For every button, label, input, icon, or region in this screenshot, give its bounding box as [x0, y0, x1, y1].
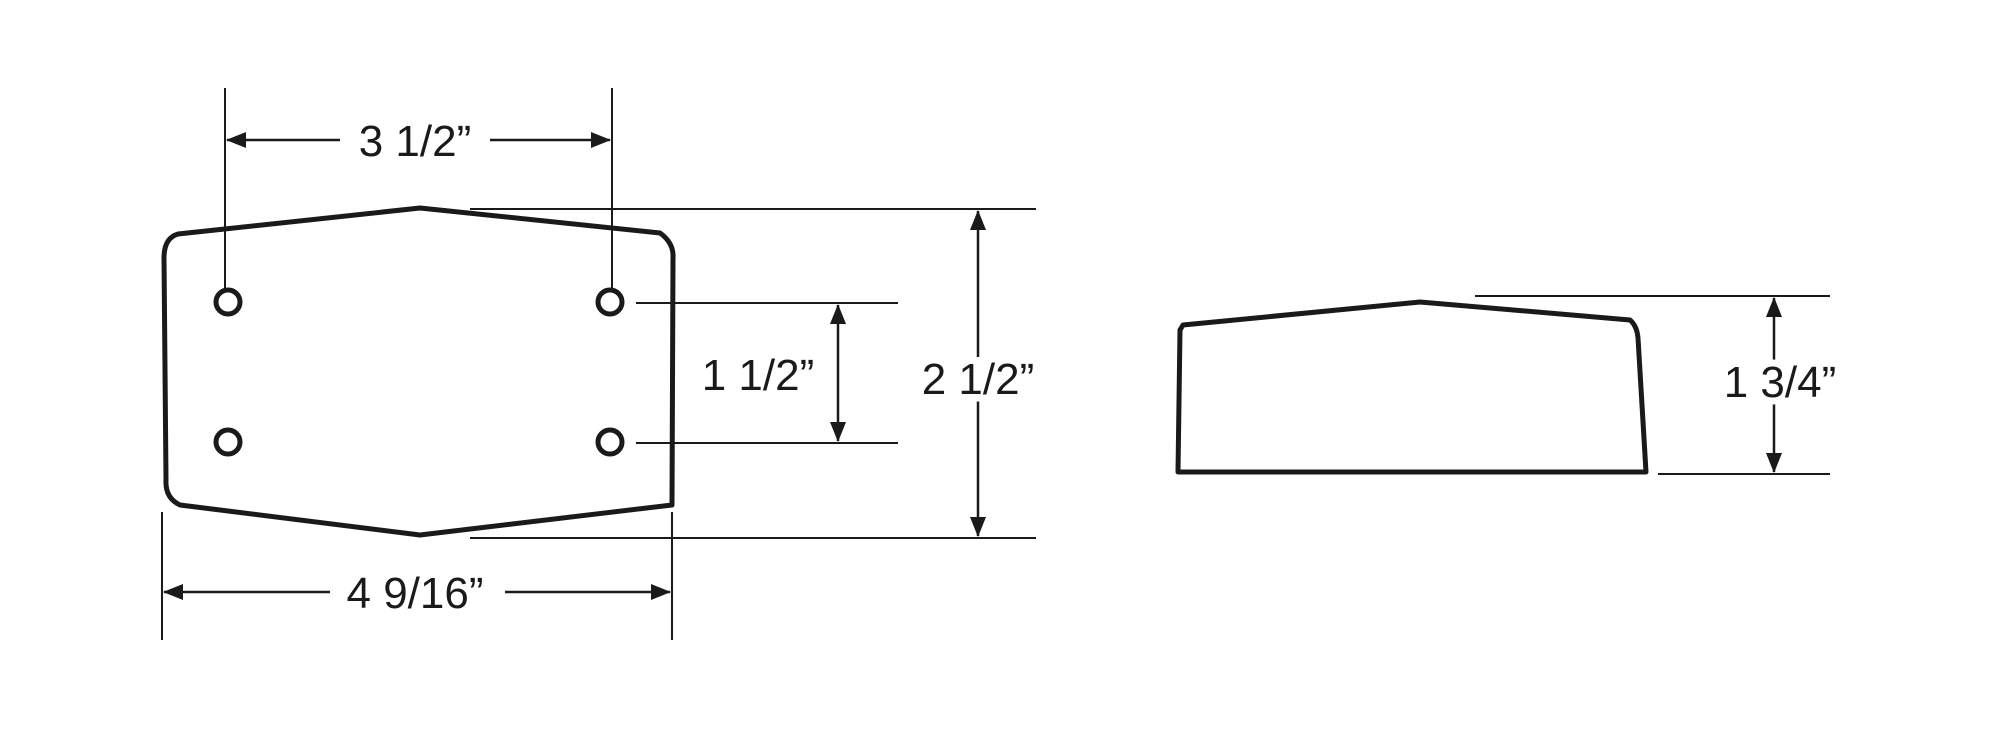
mounting-hole-bottom-right	[595, 427, 625, 457]
mounting-hole-top-right	[595, 287, 625, 317]
overall-height-label: 2 1/2”	[922, 355, 1035, 404]
mounting-hole-top-left	[213, 287, 243, 317]
hole-spacing-height-label: 1 1/2”	[702, 351, 815, 400]
dimension-side-depth: 1 3/4”	[1475, 295, 1843, 475]
dimension-overall-width: 4 9/16”	[161, 512, 673, 640]
side-view	[1175, 299, 1649, 475]
dimension-hole-spacing-height: 1 1/2”	[636, 302, 898, 444]
side-depth-label: 1 3/4”	[1724, 358, 1837, 407]
overall-width-label: 4 9/16”	[347, 569, 484, 618]
mounting-hole-bottom-left	[213, 427, 243, 457]
side-view-outline	[1175, 299, 1649, 475]
front-view	[161, 205, 676, 538]
front-view-outline	[161, 205, 676, 538]
dimension-hole-spacing-width: 3 1/2”	[224, 88, 613, 290]
hole-spacing-width-label: 3 1/2”	[359, 117, 472, 166]
dimension-overall-height: 2 1/2”	[470, 208, 1041, 539]
